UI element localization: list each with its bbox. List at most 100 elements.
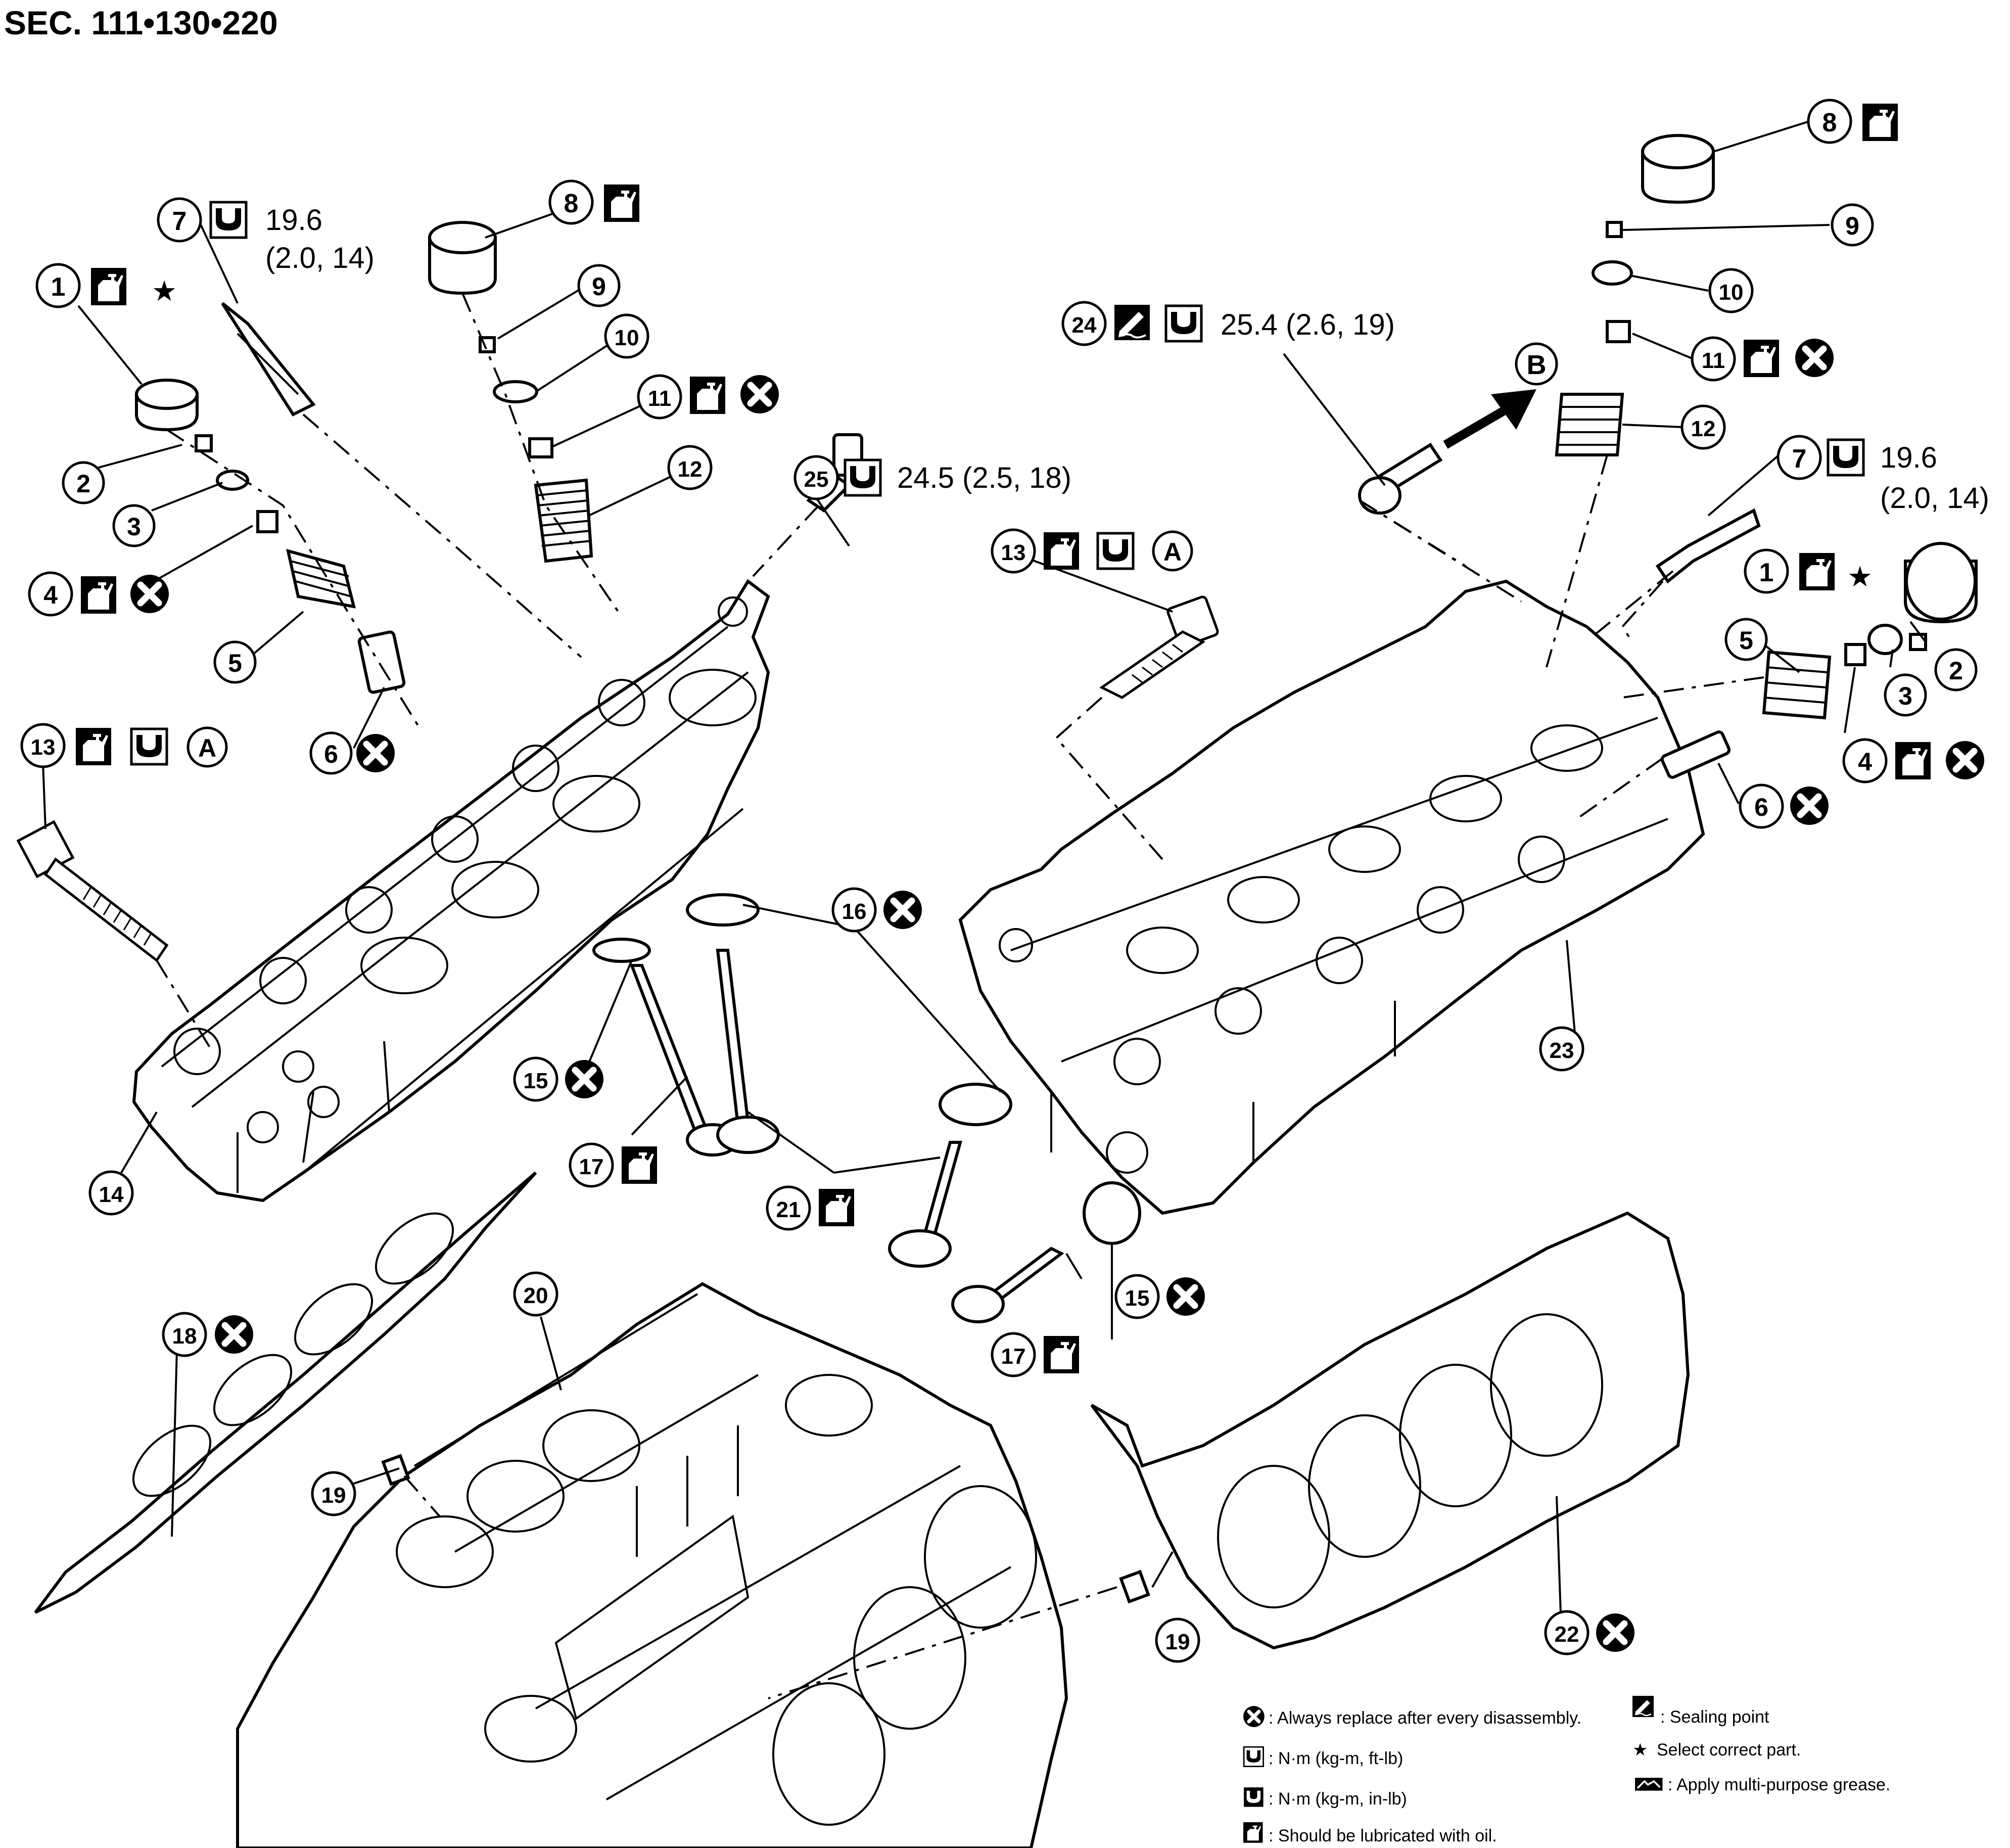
legend: : Always replace after every disassembly… <box>1243 1695 1890 1845</box>
svg-text:9: 9 <box>592 272 606 301</box>
lubricate-icon <box>819 1189 854 1226</box>
callout-l-10: 10 <box>604 313 649 359</box>
callout-l-8: 8 <box>548 179 594 225</box>
torque-icon <box>1166 306 1201 341</box>
svg-text:20: 20 <box>524 1283 548 1308</box>
svg-text:9: 9 <box>1845 212 1859 240</box>
svg-text:A: A <box>198 734 216 762</box>
svg-text:22: 22 <box>1555 1622 1579 1647</box>
callout-r-9: 9 <box>1831 203 1874 247</box>
valve-oil-seal-left-4 <box>256 510 278 533</box>
callout-r-6: 6 <box>1739 783 1784 829</box>
valve-lifter-left-1 <box>135 379 199 432</box>
callout-r-17: 17 <box>991 1332 1036 1377</box>
valve-collet-left <box>195 434 213 452</box>
torque-icon <box>1828 440 1863 475</box>
torque-icon <box>845 460 880 495</box>
svg-text:1: 1 <box>51 272 66 302</box>
callout-l-5: 5 <box>213 640 257 684</box>
svg-text:6: 6 <box>324 740 338 768</box>
replace-icon <box>130 575 169 613</box>
legend-torque-ftlb: : N·m (kg-m, ft-lb) <box>1269 1749 1403 1768</box>
callout-l-20: 20 <box>513 1271 558 1317</box>
lubricate-icon <box>1744 340 1779 377</box>
lubricate-icon <box>604 184 639 222</box>
callout-r-23: 23 <box>1539 1026 1584 1072</box>
cam-sensor-right-24 <box>1358 442 1443 515</box>
head-gasket-left <box>34 1171 537 1614</box>
lubricate-icon <box>690 377 725 414</box>
torque-left-7-line2: (2.0, 14) <box>265 242 375 274</box>
marker-a-left: A <box>186 726 228 768</box>
callout-r-19: 19 <box>1155 1618 1200 1663</box>
callouts-left: 1 ★ 2 3 4 5 6 7 19.6 (2.0, 14) 8 9 10 11… <box>20 179 1071 1516</box>
callout-r-13: 13 <box>991 528 1036 574</box>
svg-text:13: 13 <box>1001 540 1026 565</box>
valve-lifter-right-1 <box>1904 542 1978 624</box>
callout-l-7: 7 <box>157 197 202 243</box>
legend-select: Select correct part. <box>1657 1740 1801 1760</box>
svg-text:14: 14 <box>99 1182 124 1207</box>
torque-right-24: 25.4 (2.6, 19) <box>1221 308 1395 341</box>
valve-spring-right-5 <box>1762 650 1832 720</box>
select-star: ★ <box>152 275 177 307</box>
lubricate-icon <box>1799 553 1835 590</box>
svg-text:A: A <box>1163 538 1182 566</box>
callout-l-14: 14 <box>88 1170 134 1216</box>
svg-text:15: 15 <box>524 1069 548 1093</box>
valve-exhaust-right-17 <box>951 1246 1064 1323</box>
valve-oil-seal-right-11 <box>1606 320 1631 343</box>
callout-r-3: 3 <box>1884 673 1927 717</box>
svg-text:13: 13 <box>31 735 56 760</box>
replace-icon <box>1946 741 1984 779</box>
callout-l-21: 21 <box>766 1185 811 1231</box>
cylinder-block <box>236 1282 1068 1848</box>
valve-oil-seal-left-15 <box>592 938 651 963</box>
torque-icon <box>211 202 246 238</box>
sealing-icon <box>1113 304 1151 341</box>
lubricate-icon <box>1044 532 1079 570</box>
callout-r-15: 15 <box>1114 1274 1160 1319</box>
svg-text:4: 4 <box>1858 748 1872 776</box>
svg-text:11: 11 <box>648 386 672 411</box>
callout-r-10: 10 <box>1708 268 1754 313</box>
head-bolt-left-13 <box>16 820 169 962</box>
direction-arrow-b: B <box>1443 342 1558 449</box>
torque-right-7-line2: (2.0, 14) <box>1880 482 1989 515</box>
lubricate-icon <box>76 728 111 765</box>
legend-grease: : Apply multi-purpose grease. <box>1668 1775 1890 1794</box>
spring-retainer-left <box>216 470 249 491</box>
callout-l-15: 15 <box>513 1056 558 1102</box>
callout-r-11: 11 <box>1691 336 1736 382</box>
replace-icon <box>1166 1277 1205 1316</box>
callout-l-3: 3 <box>112 504 156 547</box>
svg-text:4: 4 <box>43 581 58 609</box>
torque-icon <box>131 729 167 764</box>
lubricate-icon <box>622 1146 657 1184</box>
callout-r-1: 1 <box>1744 548 1789 594</box>
callout-l-4: 4 <box>28 571 73 617</box>
torque-left-7-line1: 19.6 <box>265 204 322 237</box>
marker-b: B <box>1527 350 1547 380</box>
svg-text:25: 25 <box>804 467 829 492</box>
valve-spring-left-5 <box>286 548 356 609</box>
replace-icon <box>1790 787 1829 825</box>
replace-icon <box>356 734 395 772</box>
svg-text:11: 11 <box>1702 348 1725 373</box>
legend-star: ★ <box>1632 1740 1648 1760</box>
callout-r-24: 24 <box>1061 301 1107 346</box>
lubricate-icon <box>91 268 126 305</box>
svg-text:17: 17 <box>579 1154 604 1179</box>
svg-text:24: 24 <box>1072 313 1097 338</box>
torque-icon <box>1098 533 1133 569</box>
spark-plug-left <box>221 302 316 417</box>
svg-text:8: 8 <box>1822 108 1837 137</box>
replace-icon <box>1596 1613 1634 1652</box>
svg-text:17: 17 <box>1001 1344 1026 1369</box>
cylinder-head-right <box>958 579 1705 1215</box>
replace-icon <box>740 375 779 413</box>
legend-torque-inlb: : N·m (kg-m, in-lb) <box>1269 1789 1407 1809</box>
callout-l-6: 6 <box>309 731 353 775</box>
svg-text:10: 10 <box>1719 280 1744 305</box>
